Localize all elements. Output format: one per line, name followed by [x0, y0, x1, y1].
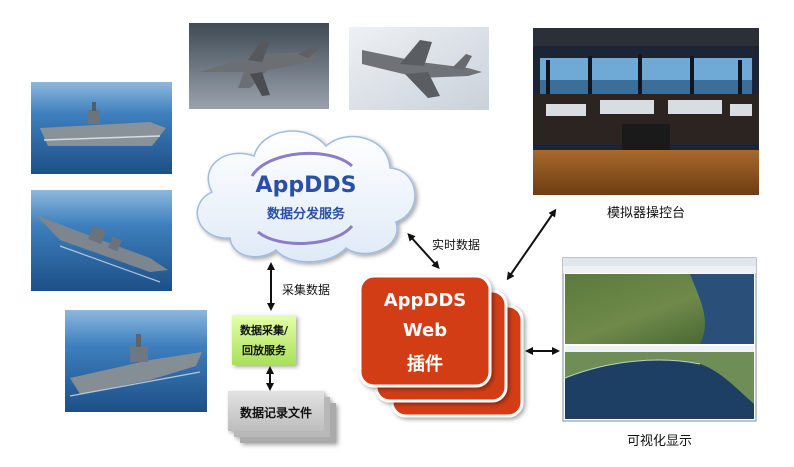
realtime-data-label: 实时数据	[432, 238, 481, 252]
cloud-subtitle: 数据分发服务	[266, 207, 345, 222]
fighter-jet-photo	[349, 27, 489, 110]
cloud-refresh-icon	[250, 151, 354, 245]
record-file-label: 数据记录文件	[239, 406, 312, 420]
arrow-plugin-to-simulator	[506, 208, 557, 281]
plugin-label-line3: 插件	[407, 354, 443, 375]
arrow-cloud-to-plugin	[407, 233, 440, 269]
simulator-caption: 模拟器操控台	[606, 206, 685, 221]
record-file-stack	[228, 391, 336, 443]
collector-label-line1: 数据采集/	[239, 324, 289, 337]
map-visualization-screenshot	[562, 257, 757, 422]
frigate-photo	[65, 310, 207, 412]
aircraft-carrier-photo	[31, 82, 172, 174]
visual-caption: 可视化显示	[626, 434, 692, 449]
plugin-label-line2: Web	[402, 320, 448, 341]
simulator-console-photo	[533, 28, 759, 195]
collect-data-label: 采集数据	[282, 283, 331, 297]
destroyer-photo	[31, 190, 172, 291]
plugin-label-line1: AppDDS	[383, 290, 467, 311]
appdds-cloud	[196, 130, 416, 263]
stealth-fighter-photo	[189, 23, 329, 109]
collector-label-line2: 回放服务	[242, 344, 286, 357]
cloud-title: AppDDS	[255, 173, 357, 198]
plugin-stack	[358, 274, 524, 418]
collector-box-shape	[232, 315, 296, 365]
